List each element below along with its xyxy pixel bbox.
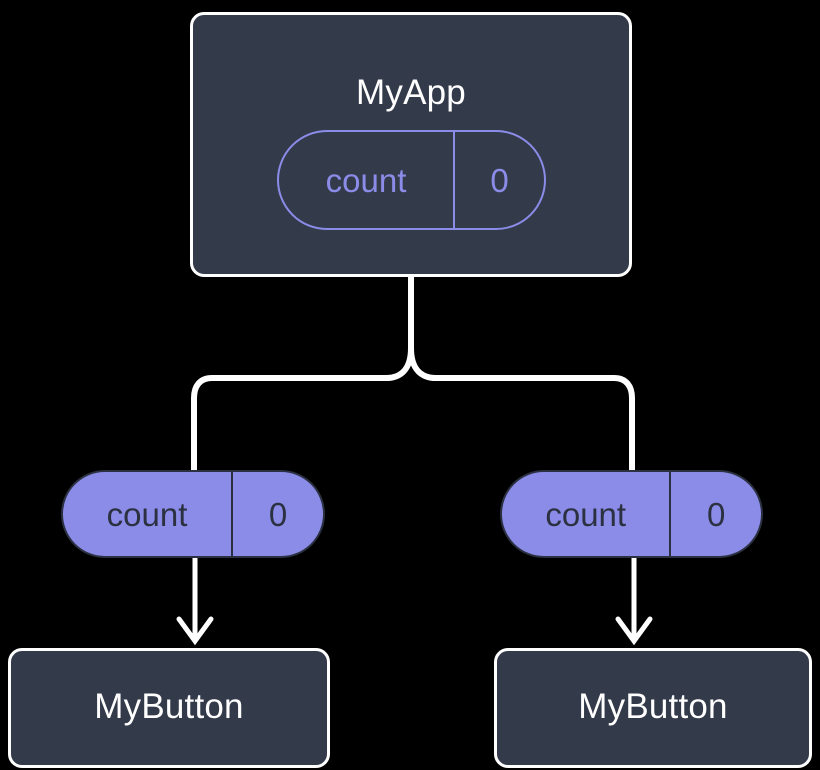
node-myapp-label: MyApp bbox=[356, 73, 466, 112]
arrow-head-right-icon bbox=[615, 616, 653, 646]
node-mybutton-right-label: MyButton bbox=[578, 687, 728, 726]
prop-pill-left-key: count bbox=[63, 472, 234, 556]
prop-pill-left-count[interactable]: count 0 bbox=[61, 470, 325, 558]
prop-pill-right-count[interactable]: count 0 bbox=[500, 470, 763, 558]
node-mybutton-left-label: MyButton bbox=[94, 687, 244, 726]
prop-pill-left-value: 0 bbox=[268, 495, 288, 533]
state-pill-myapp-value: 0 bbox=[490, 161, 509, 199]
state-pill-myapp-count[interactable]: count 0 bbox=[277, 130, 546, 230]
node-mybutton-left[interactable]: MyButton bbox=[8, 648, 330, 768]
prop-pill-right-value: 0 bbox=[707, 495, 726, 533]
node-mybutton-right[interactable]: MyButton bbox=[494, 648, 812, 768]
arrow-head-left-icon bbox=[176, 616, 214, 646]
state-pill-myapp-key: count bbox=[279, 132, 456, 228]
connector-branch-left bbox=[191, 345, 414, 475]
prop-pill-right-key: count bbox=[502, 472, 672, 556]
connector-branch-right bbox=[408, 345, 635, 475]
